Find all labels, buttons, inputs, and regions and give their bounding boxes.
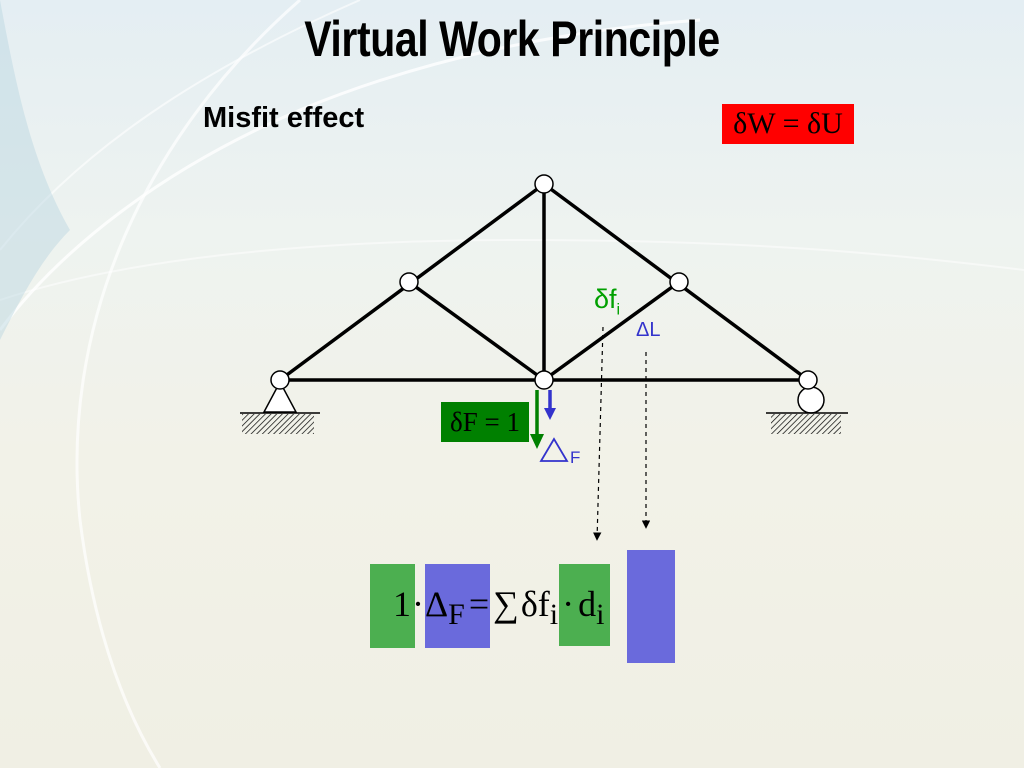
virtual-force-label: δF = 1: [441, 402, 529, 442]
formula-highlight-df: [559, 564, 610, 646]
roller-support: [766, 386, 848, 434]
joint-apex: [534, 174, 554, 194]
right-diagonal: [542, 280, 681, 382]
displacement-triangle-icon: [539, 437, 569, 462]
formula-delta-sub: F: [448, 598, 465, 631]
formula-highlight-delta: [425, 564, 490, 648]
formula-highlight-one: [370, 564, 415, 648]
joint-center: [534, 370, 554, 390]
formula-dot: ·: [562, 584, 575, 624]
member-force-symbol: δf: [594, 284, 617, 314]
formula-df: δf: [520, 584, 550, 624]
formula-d-sub: i: [596, 598, 605, 631]
joint-right-support: [798, 370, 818, 390]
formula-equals: =: [468, 584, 490, 624]
virtual-work-equation-box: δW = δU: [722, 104, 854, 144]
joint-right-mid: [669, 272, 689, 292]
misfit-length-label: ΔL: [636, 319, 661, 341]
joint-left-mid: [399, 272, 419, 292]
slide-title: Virtual Work Principle: [304, 11, 720, 67]
formula-delta: Δ: [425, 584, 449, 624]
left-diagonal: [407, 280, 546, 382]
section-subtitle: Misfit effect: [203, 102, 365, 134]
formula-df-sub: i: [549, 598, 559, 631]
pin-support: [240, 380, 320, 434]
member-force-index: i: [616, 301, 621, 319]
truss-joints: [270, 174, 818, 390]
member-force-label: δfi: [594, 284, 620, 325]
formula-sum: ∑: [493, 584, 519, 624]
formula-dot: ·: [412, 584, 424, 624]
truss-members: [278, 182, 810, 382]
displacement-index: F: [570, 448, 581, 467]
formula-highlight-d: [627, 550, 675, 663]
compatibility-formula: 1·ΔF=∑δfi·di: [393, 584, 604, 635]
joint-left-support: [270, 370, 290, 390]
virtual-force-arrow: [530, 390, 544, 449]
dashed-leaders: [593, 326, 651, 541]
formula-d: d: [578, 584, 597, 624]
formula-one: 1: [393, 584, 411, 624]
displacement-arrow: [544, 390, 556, 420]
